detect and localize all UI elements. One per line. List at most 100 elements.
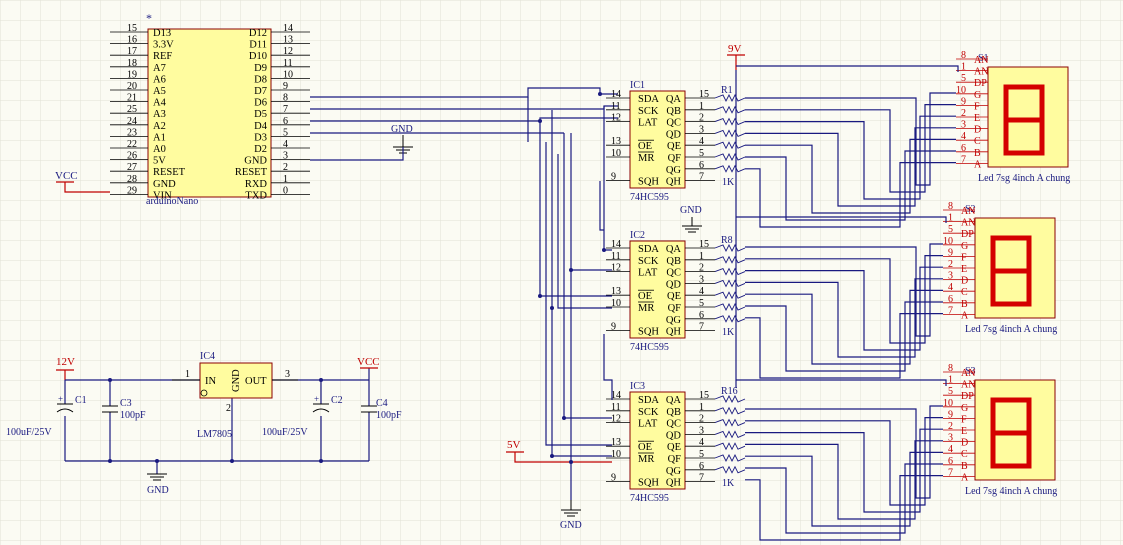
display-wire — [745, 243, 943, 337]
resistor-zigzag — [714, 117, 746, 126]
display-pin-number: 10 — [943, 236, 953, 247]
nano-right-pin-number: 0 — [283, 185, 288, 196]
display-body — [987, 66, 1069, 168]
nano-right-pin-label: D6 — [254, 98, 267, 109]
resistor-value: 1K — [722, 177, 735, 188]
regulator-lm7805[interactable]: IC4 IN OUT GND 1 3 2 LM7805 — [172, 351, 298, 440]
nano-left-pin-number: 21 — [127, 93, 137, 104]
shift-register-left-pin-number: 12 — [611, 414, 621, 425]
gnd-mid-label: GND — [680, 205, 702, 216]
display-pin-number: 8 — [961, 50, 966, 61]
shift-register-left-pin-number: 9 — [611, 322, 616, 333]
display-pin-label: E — [961, 264, 967, 275]
display-pin-number: 10 — [956, 85, 966, 96]
resistor-zigzag — [714, 442, 746, 451]
display-pin-label: A — [961, 472, 969, 483]
display-pin-number: 9 — [948, 409, 953, 420]
shift-register-body — [629, 90, 686, 189]
nano-right-pin-label: RXD — [245, 179, 268, 190]
nano-right-pin-label: D4 — [254, 121, 268, 132]
shift-register-right-pin-number: 5 — [699, 298, 704, 309]
resistor-bank: R1 1K — [714, 85, 746, 188]
nano-right-pin-number: 4 — [283, 139, 288, 150]
display-pin-number: 5 — [948, 224, 953, 235]
shift-register-left-pin-label: SQH — [638, 478, 659, 489]
display-wire — [745, 475, 943, 541]
display-pin-label: DP — [961, 229, 974, 240]
shift-register-left-pin-number: 14 — [611, 239, 621, 250]
display-pin-label: AN — [974, 55, 988, 66]
nano-right-pin-number: 1 — [283, 174, 288, 185]
nano-right-pin-label: D12 — [249, 28, 267, 39]
display-pin-label: C — [974, 136, 981, 147]
display-pin-label: A — [974, 159, 982, 170]
shift-register-ref: IC1 — [630, 80, 645, 91]
display-caption: Led 7sg 4inch A chung — [965, 486, 1057, 497]
nano-left-pin-number: 29 — [127, 185, 137, 196]
shift-register-right-pin-label: QC — [666, 268, 681, 279]
display-wire — [745, 255, 943, 344]
shift-register-left-pin-number: 13 — [611, 437, 621, 448]
shift-register-right-pin-number: 3 — [699, 274, 704, 285]
nano-left-pin-number: 28 — [127, 174, 137, 185]
power-supply: 12V + + VCC GND C1 100uF/25V C3 100pF C2… — [6, 356, 402, 496]
display-wire — [745, 127, 956, 207]
display-pin-label: DP — [974, 78, 987, 89]
display-pin-label: G — [961, 241, 968, 252]
gnd-nano-label: GND — [391, 124, 413, 135]
shift-register-right-pin-label: QG — [666, 165, 682, 176]
shift-register-part: 74HC595 — [630, 493, 669, 504]
display-pin-label: F — [961, 252, 967, 263]
vcc-reg-label: VCC — [357, 356, 380, 368]
shift-register-right-pin-number: 7 — [699, 473, 704, 484]
display-pin-number: 4 — [948, 282, 953, 293]
nano-left-pin-number: 20 — [127, 81, 137, 92]
resistor-zigzag — [714, 105, 746, 114]
resistor-zigzag — [714, 291, 746, 300]
shift-register-right-pin-label: QG — [666, 315, 682, 326]
shift-register-part: 74HC595 — [630, 342, 669, 353]
resistor-zigzag — [714, 243, 746, 253]
resistor-zigzag — [714, 255, 746, 264]
display-pin-label: B — [961, 299, 968, 310]
regulator-ref: IC4 — [200, 351, 215, 362]
shift-register-left-pin-number: 10 — [611, 298, 621, 309]
nano-right-pin-number: 2 — [283, 162, 288, 173]
display-wire — [745, 428, 943, 513]
display-wires — [745, 92, 956, 228]
shift-register-left-pin-label: SDA — [638, 94, 659, 105]
display-pin-number: 8 — [948, 201, 953, 212]
c1-label: C1 — [75, 395, 87, 406]
shift-register-right-pin-label: QF — [668, 303, 682, 314]
resistor-ref: R1 — [721, 85, 733, 96]
shift-register-right-pin-number: 4 — [699, 286, 704, 297]
nano-left-pin-label: A2 — [153, 121, 166, 132]
display-pin-number: 3 — [961, 120, 966, 131]
display-pin-label: G — [961, 403, 968, 414]
display-body — [974, 379, 1056, 481]
display-pin-number: 8 — [948, 363, 953, 374]
shift-register-right-pin-number: 1 — [699, 101, 704, 112]
display-wire — [745, 313, 943, 379]
gnd-reg-label: GND — [147, 485, 169, 496]
display-wire — [745, 115, 956, 200]
shift-register-right-pin-number: 6 — [699, 160, 704, 171]
resistor-zigzag — [714, 406, 746, 415]
nano-right-pin-label: D9 — [254, 63, 267, 74]
shift-register-left-pin-number: 9 — [611, 473, 616, 484]
shift-register-left-pin-label: MR — [638, 303, 654, 314]
shift-register-right-pin-number: 7 — [699, 172, 704, 183]
nano-left-pin-label: D13 — [153, 28, 171, 39]
nano-right-pin-number: 7 — [283, 104, 288, 115]
nano-left-pin-label: A1 — [153, 132, 166, 143]
resistor-zigzag — [714, 129, 746, 138]
shift-register-right-pin-number: 3 — [699, 425, 704, 436]
